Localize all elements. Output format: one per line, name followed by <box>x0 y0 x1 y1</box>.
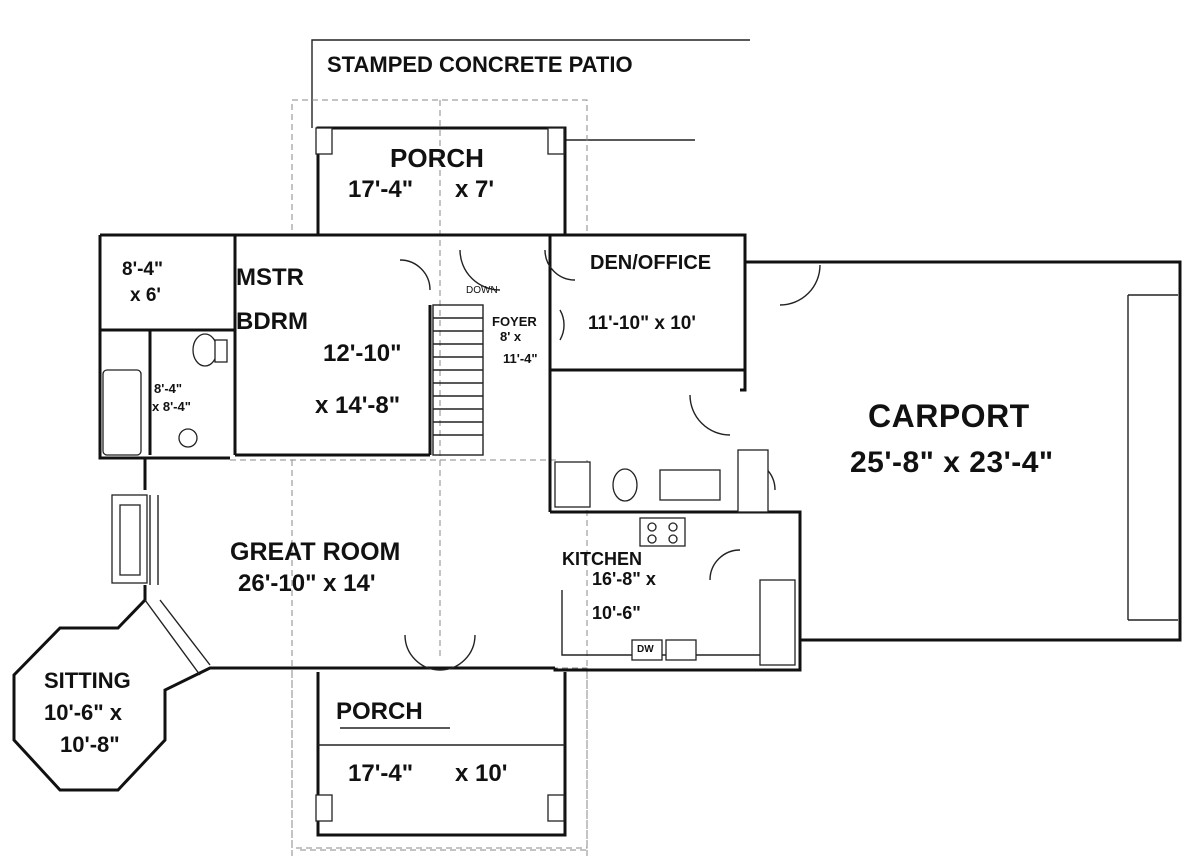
closet-depth: x 6' <box>130 285 161 306</box>
foyer-width: 8' x <box>500 329 522 344</box>
carport-name: CARPORT <box>868 398 1030 434</box>
stairs <box>432 304 484 456</box>
den-size: 11'-10" x 10' <box>588 313 696 334</box>
master-name-2: BDRM <box>236 308 308 335</box>
kitchen-fixtures <box>561 517 796 666</box>
foyer-depth: 11'-4" <box>503 351 538 366</box>
sitting-name: SITTING <box>44 668 131 693</box>
carport-outline <box>737 260 1182 642</box>
bath-width: 8'-4" <box>154 381 183 396</box>
patio-leader-lines <box>311 39 750 141</box>
great-room-name: GREAT ROOM <box>230 538 401 566</box>
master-depth: x 14'-8" <box>315 392 401 419</box>
kitchen-name: KITCHEN <box>562 549 642 569</box>
closet-width: 8'-4" <box>122 259 163 280</box>
house-walls <box>12 233 802 792</box>
top-porch-name: PORCH <box>390 143 484 173</box>
dashed-guides <box>230 99 588 860</box>
den-name: DEN/OFFICE <box>590 252 712 274</box>
bath-fixtures <box>102 333 721 508</box>
foyer-name: FOYER <box>492 314 537 329</box>
master-name-1: MSTR <box>236 264 304 291</box>
stairs-down-label: DOWN <box>466 285 498 296</box>
great-room-size: 26'-10" x 14' <box>238 570 376 597</box>
patio-label: STAMPED CONCRETE PATIO <box>327 52 633 77</box>
fireplace <box>111 494 159 585</box>
carport-size: 25'-8" x 23'-4" <box>850 446 1054 479</box>
bottom-porch-width: 17'-4" <box>348 760 414 787</box>
master-width: 12'-10" <box>323 340 402 367</box>
sitting-width: 10'-6" x <box>44 700 123 725</box>
bottom-porch-depth: x 10' <box>455 760 508 787</box>
kitchen-width: 16'-8" x <box>592 569 656 589</box>
kitchen-depth: 10'-6" <box>592 603 641 623</box>
top-porch-width: 17'-4" <box>348 176 414 203</box>
bottom-porch-name: PORCH <box>336 698 423 725</box>
sitting-depth: 10'-8" <box>60 732 120 757</box>
bottom-porch-outline <box>300 672 587 851</box>
bath-depth: x 8'-4" <box>152 399 191 414</box>
top-porch-depth: x 7' <box>455 176 495 203</box>
dishwasher-label: DW <box>637 644 654 655</box>
top-porch-outline <box>315 126 567 235</box>
